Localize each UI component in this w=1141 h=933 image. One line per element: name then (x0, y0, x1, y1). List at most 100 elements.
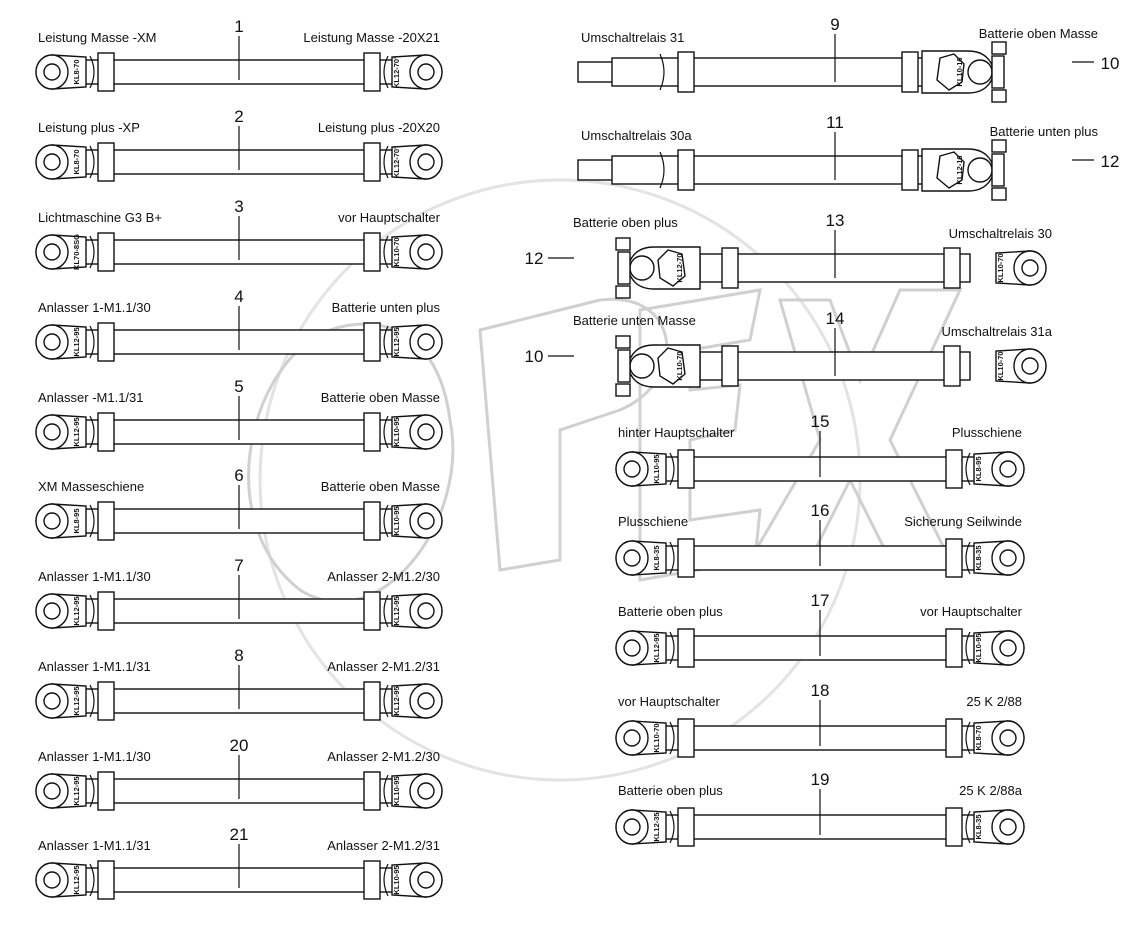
ring-lug: KL12-95 (391, 593, 443, 629)
ring-lug: KL12-95 (391, 683, 443, 719)
crimp-sleeve (677, 718, 695, 758)
ring-lug: KL8-70 (35, 54, 87, 90)
cable-number: 8 (234, 646, 243, 665)
ring-lug: KL12-70° (391, 144, 443, 180)
from-label: Anlasser 1-M1.1/31 (38, 659, 151, 674)
cable-number: 18 (811, 681, 830, 700)
ring-lug: KL10-70 (615, 720, 667, 756)
from-label: vor Hauptschalter (618, 694, 721, 709)
ring-lug: KL12-95 (615, 630, 667, 666)
lug-size-label: KL12-70 (675, 253, 684, 282)
ring-lug: KL12-95 (35, 773, 87, 809)
from-label: Batterie unten Masse (573, 313, 696, 328)
from-label: Anlasser 1-M1.1/30 (38, 569, 151, 584)
to-label: Leistung Masse -20X21 (303, 30, 440, 45)
crimp-sleeve (363, 591, 381, 631)
crimp-sleeve (945, 718, 963, 758)
callout-number: 12 (1101, 152, 1120, 171)
lug-hole (999, 639, 1017, 657)
callout-number: 12 (525, 249, 544, 268)
battery-clamp (921, 41, 1007, 103)
lug-hole (417, 243, 435, 261)
crimp-sleeve (945, 628, 963, 668)
lug-hole (417, 333, 435, 351)
cable-number: 21 (230, 825, 249, 844)
lug-hole (999, 549, 1017, 567)
ring-lug: KL70-8SG (35, 234, 87, 270)
lug-size-label: KL12-95 (72, 776, 81, 805)
clamp-bolt (615, 285, 631, 299)
lug-hole (999, 818, 1017, 836)
lug-hole (43, 871, 61, 889)
crimp-sleeve (677, 807, 695, 847)
crimp-sleeve (363, 860, 381, 900)
lug-hole (417, 153, 435, 171)
crimp-sleeve (97, 142, 115, 182)
clamp-bolt (991, 187, 1007, 201)
lug-size-label: KL12-70° (392, 56, 401, 88)
crimp-sleeve (363, 501, 381, 541)
cable-number: 15 (811, 412, 830, 431)
lug-hole (1021, 259, 1039, 277)
ring-lug: KL10-95 (391, 414, 443, 450)
lug-hole (43, 333, 61, 351)
clamp-bolt (615, 383, 631, 397)
ring-lug: KL10-95 (391, 862, 443, 898)
ring-lug: KL12-95 (35, 593, 87, 629)
crimp-sleeve (363, 681, 381, 721)
crimp-sleeve (363, 771, 381, 811)
ring-lug: KL8-95 (973, 451, 1025, 487)
lug-size-label: KL10-70 (652, 723, 661, 752)
ring-lug: KL10-70 (391, 234, 443, 270)
crimp-sleeve (363, 232, 381, 272)
lug-hole (43, 512, 61, 530)
cable-number: 16 (811, 501, 830, 520)
lug-hole (43, 692, 61, 710)
cable-sheath (611, 57, 945, 87)
cable-sheath (611, 155, 945, 185)
ring-lug: KL12-95 (35, 862, 87, 898)
from-label: Plusschiene (618, 514, 688, 529)
clamp-bolt (991, 139, 1007, 153)
to-label: vor Hauptschalter (338, 210, 441, 225)
ring-lug: KL12-70° (391, 54, 443, 90)
crimp-sleeve (677, 51, 695, 93)
lug-size-label: KL10-95 (392, 417, 401, 446)
from-label: Umschaltrelais 30a (581, 128, 692, 143)
lug-size-label: KL8-70 (72, 59, 81, 84)
to-label: Anlasser 2-M1.2/30 (327, 569, 440, 584)
lug-size-label: KL10-95 (392, 506, 401, 535)
hex-nut (657, 249, 686, 287)
lug-hole (43, 602, 61, 620)
crimp-sleeve (901, 51, 919, 93)
cable-number: 20 (230, 736, 249, 755)
clamp-bolt (991, 41, 1007, 55)
lug-size-label: KL8-35 (974, 545, 983, 570)
crimp-sleeve (721, 345, 739, 387)
cable-number: 13 (826, 211, 845, 230)
lug-hole (417, 871, 435, 889)
crimp-sleeve (363, 412, 381, 452)
cable-number: 1 (234, 17, 243, 36)
from-label: Leistung Masse -XM (38, 30, 157, 45)
crimp-sleeve (945, 449, 963, 489)
lug-size-label: KL10-70 (996, 351, 1005, 380)
hex-nut (936, 151, 965, 189)
to-label: Batterie oben Masse (321, 390, 440, 405)
clamp-bolt (991, 89, 1007, 103)
lug-hole (43, 63, 61, 81)
from-label: Leistung plus -XP (38, 120, 140, 135)
lug-size-label: KL10-16 (955, 57, 964, 86)
cable-number: 3 (234, 197, 243, 216)
to-label: Anlasser 2-M1.2/31 (327, 659, 440, 674)
crimp-sleeve (97, 681, 115, 721)
ring-lug: KL10-95 (615, 451, 667, 487)
